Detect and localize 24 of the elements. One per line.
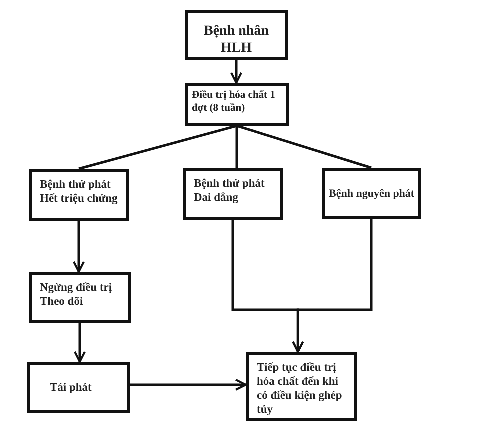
box-text: Bệnh thứ phát Hết triệu chứng bbox=[40, 178, 118, 206]
process-box bbox=[322, 168, 421, 219]
process-box bbox=[246, 352, 357, 421]
process-box bbox=[29, 169, 129, 221]
connector-line bbox=[236, 124, 372, 170]
arrow bbox=[73, 221, 85, 273]
process-box bbox=[29, 272, 131, 323]
connector-line bbox=[78, 124, 238, 170]
box-text: Tiếp tục điều trị hóa chất đến khi có điều kiện ghép tủy bbox=[257, 361, 344, 417]
arrow bbox=[230, 60, 242, 84]
process-box bbox=[185, 83, 289, 126]
box-text: Tái phát bbox=[50, 380, 92, 394]
box-text: Bệnh thứ phát Dai dẳng bbox=[194, 177, 266, 205]
process-box bbox=[183, 168, 283, 220]
connector-line bbox=[236, 126, 238, 168]
box-text: Bệnh nguyên phát bbox=[329, 186, 415, 200]
box-text: Điều trị hóa chất 1 đợt (8 tuần) bbox=[192, 89, 276, 115]
arrow bbox=[292, 219, 373, 353]
process-box bbox=[185, 10, 288, 60]
arrow bbox=[130, 378, 247, 391]
box-text: Ngừng điều trị Theo dõi bbox=[40, 281, 114, 309]
box-text: Bệnh nhân HLH bbox=[203, 23, 270, 57]
process-box bbox=[27, 362, 130, 413]
arrow bbox=[74, 323, 86, 363]
